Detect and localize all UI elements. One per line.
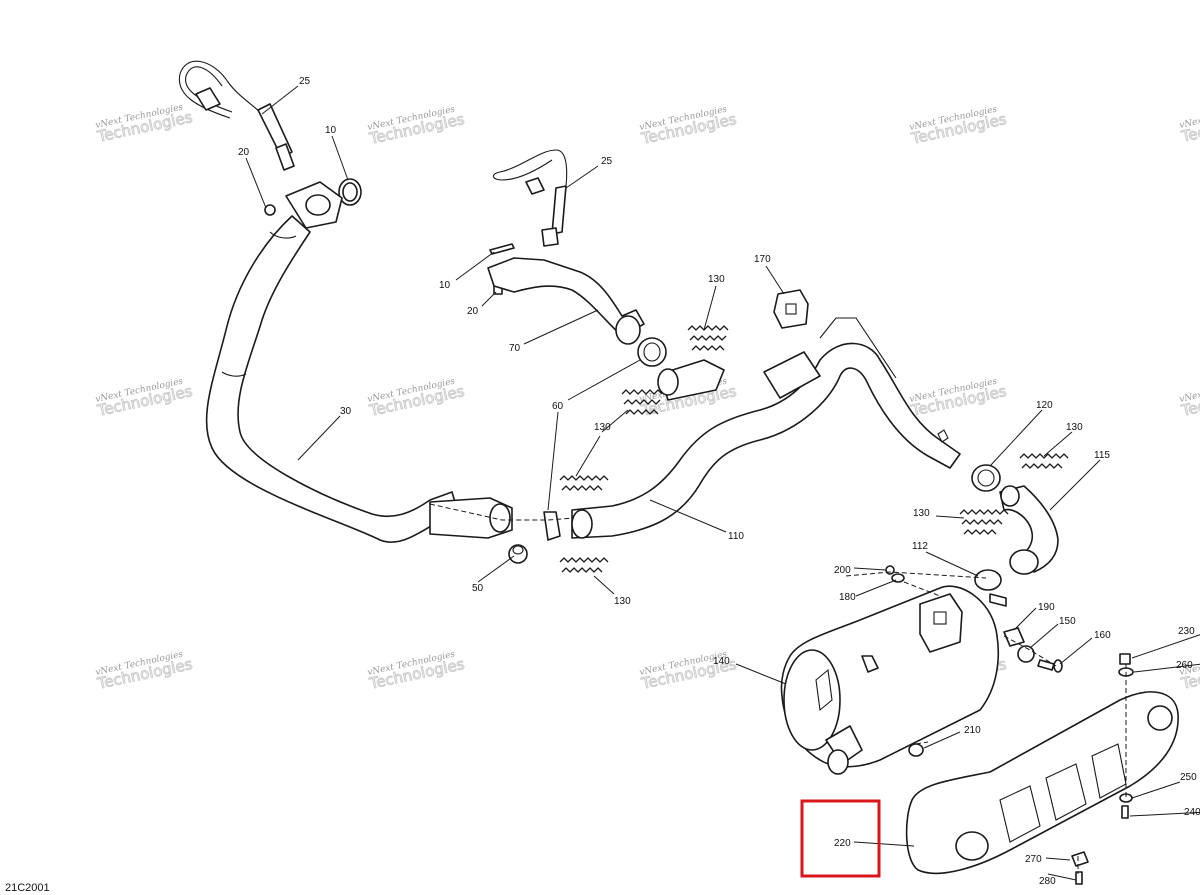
- callout-25: 25: [601, 156, 613, 167]
- svg-text:Technologies: Technologies: [1179, 382, 1200, 420]
- watermark: vNext Technologies Technologies: [909, 104, 1009, 148]
- oxygen-sensor-25-left: [178, 60, 295, 171]
- oxygen-sensor-25-center: [492, 149, 568, 247]
- gasket-10-center: [489, 243, 515, 255]
- clamp-112: [974, 569, 1007, 607]
- callout-130: 130: [708, 274, 725, 285]
- callout-140: 140: [713, 656, 730, 667]
- watermark: vNext Technologies Technologies: [95, 376, 195, 420]
- watermark: vNext Technologies Technologies: [95, 649, 195, 693]
- callout-220: 220: [834, 838, 851, 849]
- callout-260: 260: [1176, 660, 1193, 671]
- callout-112: 112: [912, 541, 928, 552]
- bolt-160: [1037, 659, 1063, 673]
- washer-200: [885, 565, 905, 583]
- highlight-box: [800, 799, 881, 878]
- callout-20: 20: [238, 147, 250, 158]
- seal-ring-60: [543, 337, 667, 541]
- callout-240: 240: [1184, 807, 1200, 818]
- watermark: vNext Technologies Technologies: [367, 104, 467, 148]
- springs-130: [559, 325, 1069, 573]
- watermark: vNext Technologies Technologies: [909, 376, 1009, 420]
- gasket-10-left: [338, 178, 362, 206]
- y-pipe-110: [571, 317, 961, 539]
- insulator-190: [1003, 627, 1025, 647]
- callout-70: 70: [509, 343, 521, 354]
- callout-130: 130: [614, 596, 631, 607]
- callout-200: 200: [834, 565, 851, 576]
- callout-130: 130: [1066, 422, 1083, 433]
- header-pipe-70: [487, 257, 645, 345]
- callout-115: 115: [1094, 450, 1110, 461]
- callout-170: 170: [754, 254, 771, 265]
- screw-280: [1075, 871, 1083, 885]
- diagram-reference: 21C2001: [5, 882, 50, 894]
- callout-250: 250: [1180, 772, 1197, 783]
- callout-20: 20: [467, 306, 479, 317]
- bolt-240: [1121, 805, 1129, 819]
- grommet-210: [908, 743, 924, 757]
- callout-30: 30: [340, 406, 352, 417]
- alignment-lines: [429, 503, 1127, 874]
- bracket-170: [773, 289, 809, 329]
- watermark: vNext Technologies Technologies: [639, 649, 739, 693]
- callout-10: 10: [439, 280, 451, 291]
- watermark: vNext Technologies Technologies: [1179, 376, 1200, 420]
- watermark: vNext Technologies Technologies: [367, 649, 467, 693]
- nut-20-left: [264, 204, 276, 216]
- clip-270: [1071, 851, 1089, 867]
- callout-210: 210: [964, 725, 981, 736]
- callout-230: 230: [1178, 626, 1195, 637]
- callout-60: 60: [552, 401, 564, 412]
- leader-lines: [245, 85, 1200, 881]
- callout-180: 180: [839, 592, 856, 603]
- watermark: vNext Technologies Technologies: [95, 102, 195, 146]
- spacer-150: [1017, 645, 1035, 663]
- muffler-140: [780, 585, 1000, 775]
- pipe-115: [999, 485, 1059, 575]
- watermark: vNext Technologies Technologies: [367, 376, 467, 420]
- grommet-50: [508, 544, 528, 564]
- callout-270: 270: [1025, 854, 1042, 865]
- callout-160: 160: [1094, 630, 1111, 641]
- callout-280: 280: [1039, 876, 1056, 887]
- callout-190: 190: [1038, 602, 1055, 613]
- callout-150: 150: [1059, 616, 1076, 627]
- watermark: vNext Technologies Technologies: [1179, 102, 1200, 146]
- watermarks: vNext Technologies Technologies vNext Te…: [95, 102, 1200, 693]
- nut-230: [1119, 653, 1131, 665]
- callout-10: 10: [325, 125, 337, 136]
- callout-130: 130: [594, 422, 611, 433]
- callout-25: 25: [299, 76, 311, 87]
- header-pipe-30: [205, 181, 513, 543]
- clamp-120: [971, 464, 1001, 492]
- callout-labels: 25 10 20 25 10 20 70 130 170 60 30 130 1…: [238, 76, 1200, 887]
- callout-50: 50: [472, 583, 484, 594]
- callout-130: 130: [913, 508, 930, 519]
- watermark: vNext Technologies Technologies: [639, 104, 739, 148]
- callout-120: 120: [1036, 400, 1053, 411]
- svg-text:Technologies: Technologies: [1179, 108, 1200, 146]
- callout-110: 110: [728, 531, 744, 542]
